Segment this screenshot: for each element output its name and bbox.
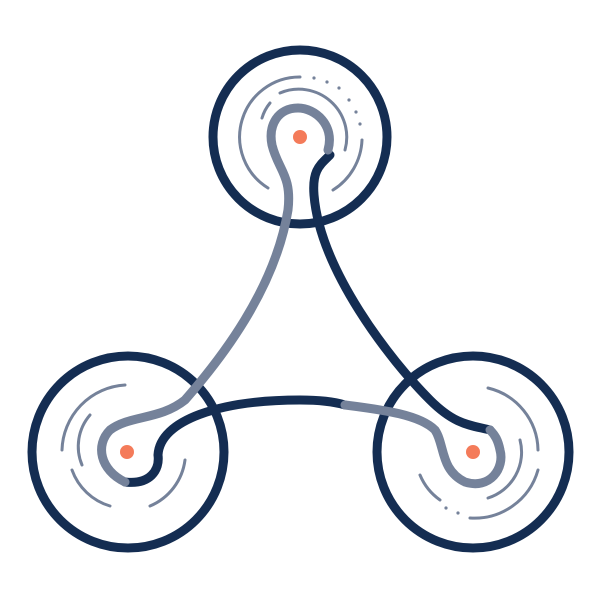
arc-br-1 [486, 386, 540, 452]
node-dot-top [293, 130, 307, 144]
arc-top-1 [238, 75, 302, 190]
arc-bl-3 [76, 413, 92, 467]
strand-navy-bottom [120, 395, 350, 487]
knot-strands [97, 103, 506, 489]
arc-br-2 [468, 468, 540, 520]
node-dot-bottom-right [466, 445, 480, 459]
arc-br-3 [486, 438, 524, 500]
arc-bl-4 [148, 458, 187, 508]
node-dot-bottom-left [120, 445, 134, 459]
signal-arcs [60, 75, 540, 520]
node-ring-bottom-left [27, 351, 229, 553]
strand-gray-bottom [340, 400, 506, 489]
strand-navy-right [309, 150, 495, 435]
arc-br-4 [418, 473, 442, 502]
arc-bl-1 [60, 383, 127, 452]
dot-trails [312, 76, 460, 515]
arc-top-3 [331, 138, 364, 192]
node-ring-bottom-right [372, 351, 574, 553]
node-ring-top [208, 45, 392, 229]
arc-top-4 [260, 101, 272, 120]
arc-top-2 [278, 87, 349, 152]
arc-bl-2 [70, 468, 112, 508]
strand-gray-left [97, 103, 334, 487]
